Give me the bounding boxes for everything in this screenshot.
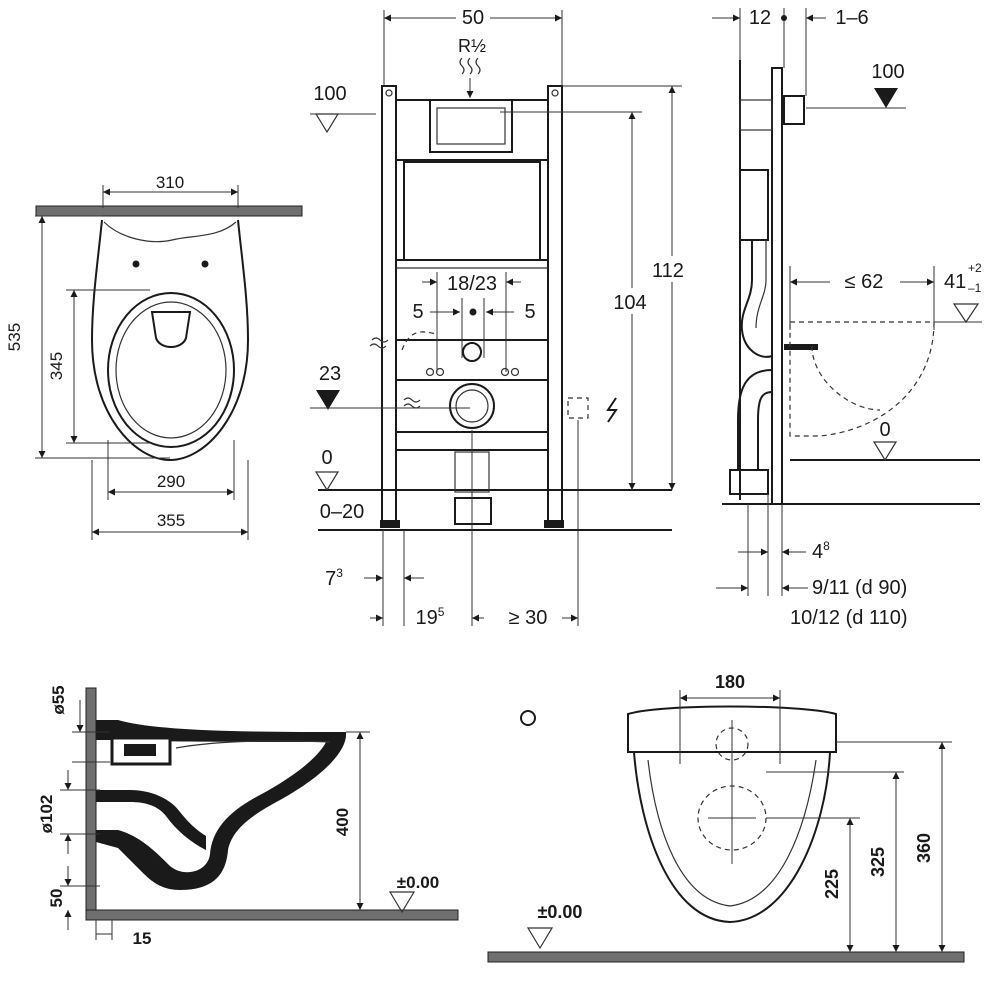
flush-pipe xyxy=(740,240,773,358)
dim-535-label: 535 xyxy=(5,323,24,351)
electric-socket xyxy=(567,397,589,419)
bowl-body xyxy=(633,751,831,924)
dim-345-label: 345 xyxy=(47,352,66,380)
wc-plan-view: 310 535 345 290 355 xyxy=(5,173,303,540)
dim-18-23-label: 18/23 xyxy=(447,273,497,295)
dim-5-left-label: 5 xyxy=(412,301,423,323)
dim-50-label: 50 xyxy=(47,889,66,908)
dim-180-label: 180 xyxy=(715,672,745,692)
dim-4-8-label: 48 xyxy=(812,539,830,563)
floor-line xyxy=(85,909,459,921)
wc-bowl-outline xyxy=(789,321,935,437)
dim-7-3-label: 73 xyxy=(325,566,343,590)
level-zero-label: ±0.00 xyxy=(397,873,439,892)
wall-line xyxy=(35,205,303,217)
cistern xyxy=(403,161,541,261)
dim-225-label: 225 xyxy=(822,869,842,899)
waste-bend xyxy=(737,369,773,471)
bowl-top-rim xyxy=(627,705,837,753)
dim-10-12-label: 10/12 (d 110) xyxy=(790,607,908,629)
bowl-front-view: 180 360 325 225 ±0.00 xyxy=(487,672,965,963)
frame-upright-right xyxy=(547,85,563,527)
level-marker-0-side xyxy=(872,441,898,462)
bowl-opening xyxy=(150,311,192,348)
view-symbol xyxy=(520,710,536,726)
dia-55-label: ø55 xyxy=(49,685,68,714)
dim-400-label: 400 xyxy=(333,808,352,836)
dim-12-label: 12 xyxy=(749,7,771,29)
cistern-side xyxy=(739,169,769,241)
dim-355-label: 355 xyxy=(157,511,185,530)
level-100-label: 100 xyxy=(313,83,346,105)
floor-line xyxy=(487,951,965,963)
range-0-20-label: 0–20 xyxy=(320,501,365,523)
seat-outline xyxy=(107,292,235,448)
level-zero-marker-front xyxy=(526,927,554,950)
level-marker-41 xyxy=(952,303,980,324)
dim-15-label: 15 xyxy=(133,929,152,948)
fixing-hole-left xyxy=(132,260,140,268)
level-marker-23 xyxy=(316,390,340,410)
dim-41-label: 41 xyxy=(944,271,966,293)
level-23-label: 23 xyxy=(319,363,341,385)
dim-112-label: 112 xyxy=(652,260,684,282)
level-marker-0 xyxy=(314,471,340,492)
dim-le-62-label: ≤ 62 xyxy=(845,271,884,293)
dim-5-right-label: 5 xyxy=(524,301,535,323)
level-0-label: 0 xyxy=(321,447,332,469)
water-inlet-icon xyxy=(459,57,481,75)
inlet-r-half-label: R½ xyxy=(458,36,486,56)
fixing-hole-right xyxy=(201,260,209,268)
dim-325-label: 325 xyxy=(868,847,888,877)
dim-ge-30-label: ≥ 30 xyxy=(509,607,548,629)
dim-50-label: 50 xyxy=(462,7,484,29)
water-inlet xyxy=(462,342,482,362)
tol-plus-label: +2 xyxy=(968,261,982,275)
water-supply-icon xyxy=(369,337,389,349)
dim-310-label: 310 xyxy=(156,173,184,192)
dia-102-label: ø102 xyxy=(37,795,56,834)
dim-104-label: 104 xyxy=(613,292,646,314)
bowl-side-view: ø55 ø102 50 15 400 ±0.00 xyxy=(37,685,459,948)
level-zero-front-label: ±0.00 xyxy=(538,902,583,922)
frame-upright-side xyxy=(771,67,783,505)
bowl-outline xyxy=(90,219,250,462)
level-marker-100 xyxy=(314,113,340,134)
electric-icon xyxy=(606,397,618,423)
level-zero-marker xyxy=(388,891,416,914)
dim-290-label: 290 xyxy=(157,472,185,491)
waste-pipe-outlet xyxy=(449,383,495,429)
level-0-side-label: 0 xyxy=(879,419,890,441)
level-marker-100-side xyxy=(874,88,898,108)
wall-line xyxy=(85,687,97,911)
tol-minus-label: –1 xyxy=(968,281,982,295)
level-100-side-label: 100 xyxy=(871,61,904,83)
dim-360-label: 360 xyxy=(914,833,934,863)
frame-front-view: 50 R½ 100 112 104 18/23 5 5 23 xyxy=(310,4,688,629)
flush-plate[interactable] xyxy=(429,99,513,153)
water-supply-icon xyxy=(403,397,421,409)
frame-side-view: 12 1–6 100 ≤ 62 41 +2 –1 0 48 9/11 (d 90… xyxy=(712,7,982,629)
dim-9-11-label: 9/11 (d 90) xyxy=(812,577,907,599)
frame-upright-left xyxy=(381,85,397,527)
dim-1-6-label: 1–6 xyxy=(835,7,868,29)
dim-19-5-label: 195 xyxy=(416,605,445,629)
